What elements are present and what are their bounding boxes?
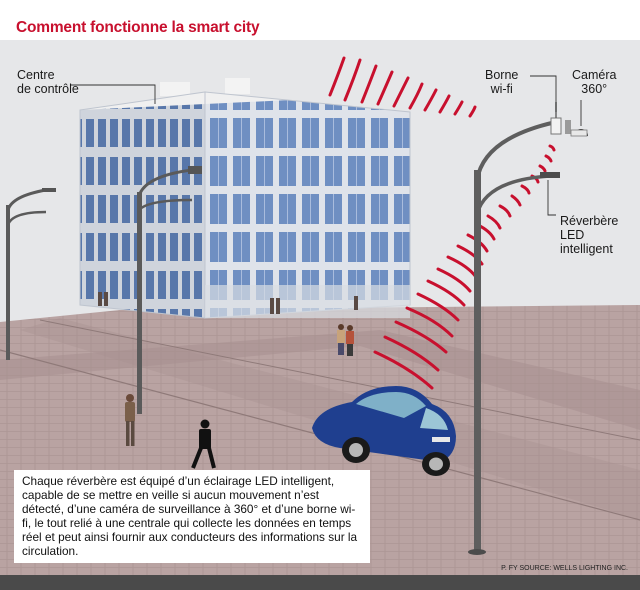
streetlight-icon	[468, 120, 560, 555]
pedestrian-icon	[125, 394, 135, 446]
page-title: Comment fonctionne la smart city	[16, 19, 260, 36]
streetlight-icon	[137, 166, 202, 414]
leader-lines	[70, 75, 582, 216]
source-credit: P. FY SOURCE: WELLS LIGHTING INC.	[501, 565, 628, 572]
footer-band	[0, 575, 640, 590]
label-camera: Caméra 360°	[572, 68, 617, 96]
building-icon	[79, 78, 411, 319]
label-control-center: Centre de contrôle	[17, 68, 79, 96]
pedestrian-icon	[98, 292, 358, 314]
label-wifi-hotspot: Borne wi-fi	[485, 68, 519, 96]
label-smart-streetlight: Réverbère LED intelligent	[560, 214, 619, 256]
city-scene	[0, 40, 640, 590]
pedestrian-icon	[191, 419, 216, 469]
signal-wave-icon	[328, 56, 477, 118]
header-band	[0, 0, 640, 40]
caption-box: Chaque réverbère est équipé d’un éclaira…	[14, 470, 370, 563]
pedestrian-icon	[337, 324, 354, 356]
streetlight-icon	[6, 188, 56, 360]
camera-icon	[565, 120, 588, 137]
car-icon	[312, 386, 456, 476]
